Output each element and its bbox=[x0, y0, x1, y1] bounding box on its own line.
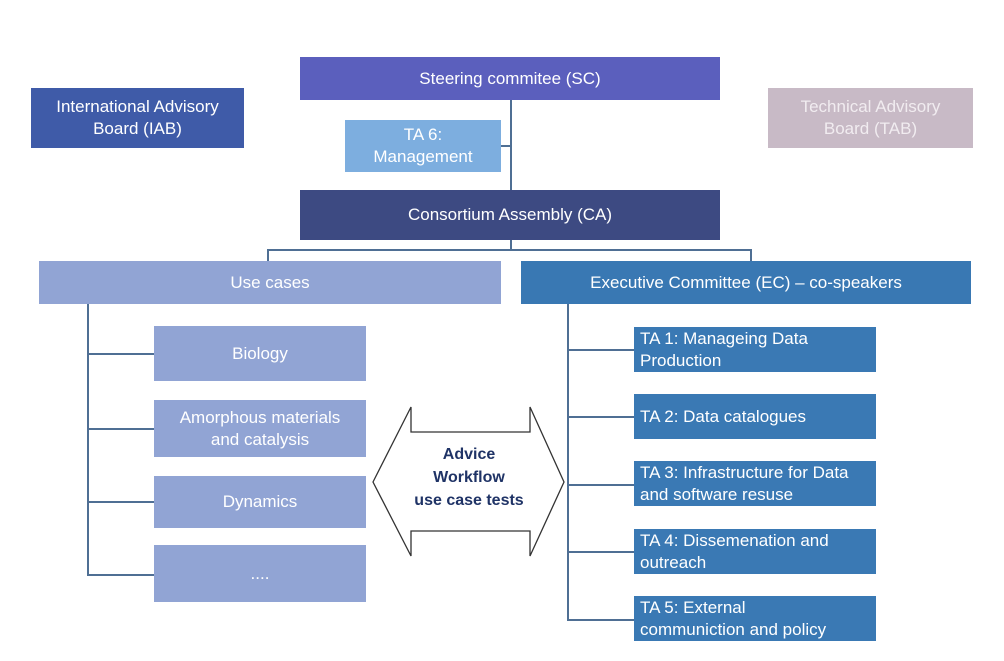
executive-branch-4 bbox=[567, 551, 634, 553]
use-cases-header-label: Use cases bbox=[230, 272, 310, 292]
ta-label-line2: Production bbox=[640, 350, 722, 370]
ta6-management-box: TA 6: Management bbox=[345, 120, 501, 172]
ta-label-line2: communiction and policy bbox=[640, 619, 827, 639]
ta-item: TA 5: External communiction and policy bbox=[634, 596, 876, 641]
use-case-item: Dynamics bbox=[154, 476, 366, 528]
use-case-label-line1: Amorphous materials bbox=[179, 407, 341, 427]
use-case-item: .... bbox=[154, 545, 366, 602]
ta-label-line1: TA 1: Manageing Data bbox=[640, 328, 808, 348]
ta-label-line1: TA 5: External bbox=[640, 597, 746, 617]
executive-committee-header-label: Executive Committee (EC) – co-speakers bbox=[590, 272, 902, 292]
executive-branch-3 bbox=[567, 484, 634, 486]
use-cases-branch-1 bbox=[87, 353, 154, 355]
connector-to-use-cases bbox=[267, 249, 269, 261]
ta-item: TA 3: Infrastructure for Data and softwa… bbox=[634, 461, 876, 506]
use-case-label-line2: and catalysis bbox=[210, 429, 310, 449]
iab-label-line1: International Advisory bbox=[56, 97, 219, 116]
iab-label-line2: Board (IAB) bbox=[93, 119, 182, 138]
ta-item: TA 1: Manageing Data Production bbox=[634, 327, 876, 372]
use-cases-trunk bbox=[87, 304, 89, 575]
ta6-label-line1: TA 6: bbox=[403, 125, 443, 144]
ta-label-line1: TA 3: Infrastructure for Data bbox=[640, 462, 849, 482]
use-case-label-line1: .... bbox=[250, 563, 270, 583]
connector-horizontal-branch bbox=[267, 249, 751, 251]
use-cases-header-box: Use cases bbox=[39, 261, 501, 304]
use-case-item: Amorphous materials and catalysis bbox=[154, 400, 366, 457]
executive-trunk bbox=[567, 304, 569, 620]
ta-label-line1: TA 4: Dissemenation and bbox=[640, 530, 829, 550]
steering-committee-box: Steering commitee (SC) bbox=[300, 57, 720, 100]
connector-ta6-stub bbox=[501, 145, 511, 147]
ta6-label-line2: Management bbox=[373, 147, 473, 166]
executive-committee-header-box: Executive Committee (EC) – co-speakers bbox=[521, 261, 971, 304]
international-advisory-board-box: International Advisory Board (IAB) bbox=[31, 88, 244, 148]
tab-label-line2: Board (TAB) bbox=[823, 119, 918, 138]
executive-branch-2 bbox=[567, 416, 634, 418]
use-cases-branch-4 bbox=[87, 574, 154, 576]
ta-label-line2: and software resuse bbox=[640, 484, 794, 504]
use-case-item: Biology bbox=[154, 326, 366, 381]
advice-line1: Advice bbox=[442, 446, 496, 463]
ta-label-line2: outreach bbox=[640, 552, 707, 572]
steering-committee-label: Steering commitee (SC) bbox=[419, 68, 601, 88]
advice-line3: use case tests bbox=[414, 492, 524, 509]
use-cases-branch-3 bbox=[87, 501, 154, 503]
connector-to-executive bbox=[750, 249, 752, 261]
connector-ca-down bbox=[510, 240, 512, 250]
technical-advisory-board-box: Technical Advisory Board (TAB) bbox=[768, 88, 973, 148]
tab-label-line1: Technical Advisory bbox=[800, 97, 941, 116]
consortium-assembly-box: Consortium Assembly (CA) bbox=[300, 190, 720, 240]
use-case-label-line1: Dynamics bbox=[222, 492, 298, 511]
executive-branch-1 bbox=[567, 349, 634, 351]
ta-item: TA 2: Data catalogues bbox=[634, 394, 876, 439]
advice-line2: Workflow bbox=[433, 469, 505, 486]
advice-workflow-label: Advice Workflow use case tests bbox=[398, 443, 540, 512]
ta-item: TA 4: Dissemenation and outreach bbox=[634, 529, 876, 574]
use-case-label-line1: Biology bbox=[232, 343, 288, 363]
consortium-assembly-label: Consortium Assembly (CA) bbox=[407, 205, 613, 224]
ta-label-line1: TA 2: Data catalogues bbox=[640, 406, 807, 426]
executive-branch-5 bbox=[567, 619, 634, 621]
use-cases-branch-2 bbox=[87, 428, 154, 430]
